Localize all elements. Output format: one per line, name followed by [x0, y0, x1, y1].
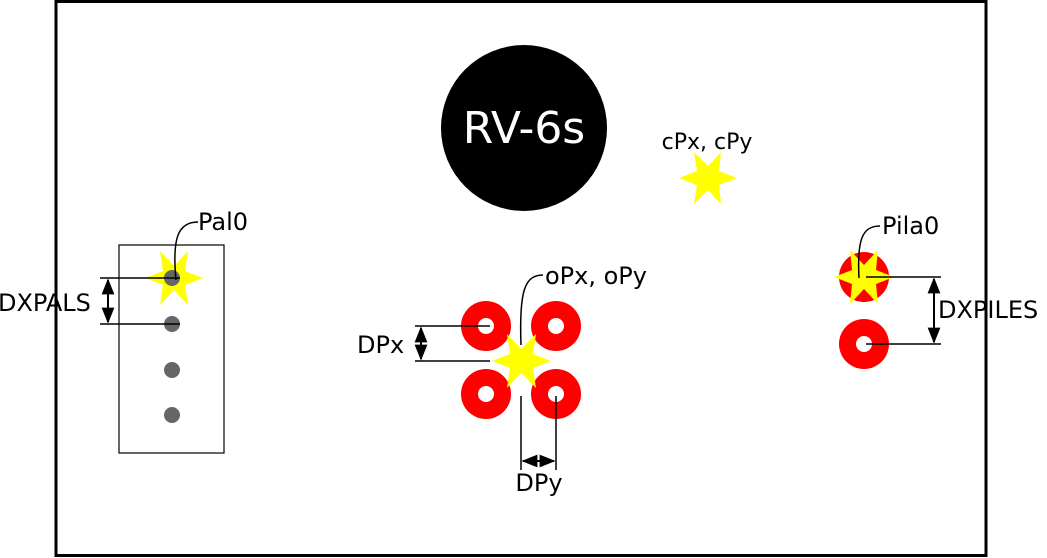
pallet-origin-leader — [174, 221, 199, 281]
pile-pad — [839, 319, 889, 369]
pile-origin-label: Pila0 — [882, 212, 939, 240]
object-point-star — [492, 334, 551, 388]
pallet-spacing-label: DXPALS — [0, 289, 91, 317]
object-point-label: oPx, oPy — [545, 262, 647, 290]
pallet-origin-label: Pal0 — [198, 208, 248, 236]
object-pad — [531, 369, 581, 419]
object-point-leader — [519, 274, 544, 346]
object-dx-label: DPx — [357, 331, 404, 359]
object-pad — [531, 301, 581, 351]
object-pad — [461, 369, 511, 419]
camera-point-label: cPx, cPy — [662, 130, 753, 155]
pile-origin-star — [834, 250, 894, 304]
pallet-slot — [164, 362, 180, 378]
pile-spacing-label: DXPILES — [938, 296, 1038, 324]
camera-point-star — [679, 152, 737, 204]
object-dy-label: DPy — [515, 469, 562, 497]
pallet-slot — [164, 407, 180, 423]
pile-origin-leader — [857, 225, 881, 279]
pallet-frame — [118, 244, 225, 454]
robot-base — [441, 45, 607, 211]
robot-label: RV-6s — [463, 103, 585, 154]
